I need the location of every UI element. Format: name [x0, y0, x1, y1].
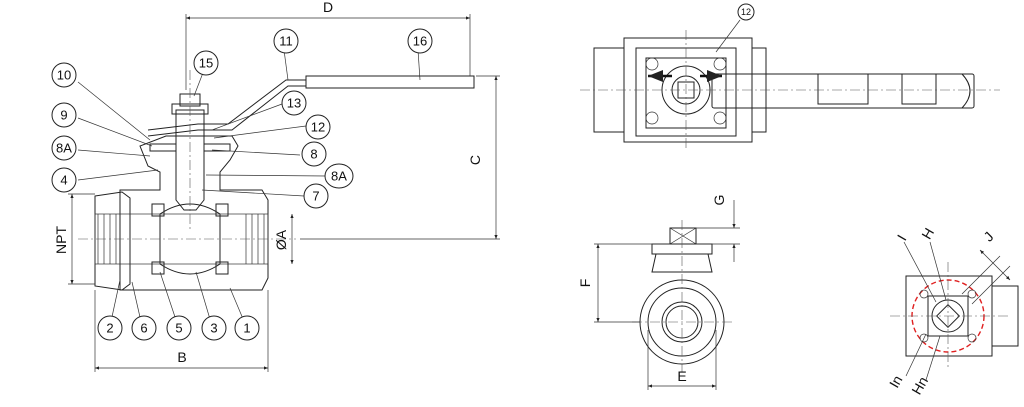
- svg-text:8: 8: [310, 147, 317, 162]
- dim-hn: Hn: [908, 374, 931, 398]
- balloon-11: 10: [51, 62, 77, 88]
- top-view: 12: [580, 3, 1000, 150]
- packing-left: [149, 143, 177, 152]
- svg-text:12: 12: [741, 7, 751, 17]
- seat-left-bottom: [151, 261, 165, 275]
- balloon-6: 6: [131, 315, 157, 341]
- section-view: D C B NPT ØA: [51, 0, 500, 372]
- balloon-2: 2: [97, 315, 123, 341]
- dim-e: E: [677, 368, 686, 384]
- svg-text:3: 3: [210, 321, 217, 336]
- balloon-10: 9: [51, 102, 77, 128]
- dim-bore: ØA: [273, 229, 289, 250]
- balloon-12: 11: [273, 28, 299, 54]
- svg-text:9: 9: [60, 108, 67, 123]
- dim-c: C: [467, 155, 483, 165]
- svg-text:5: 5: [175, 321, 182, 336]
- svg-text:8A: 8A: [331, 169, 347, 184]
- svg-text:7: 7: [312, 189, 319, 204]
- balloon-9: 8A: [51, 135, 77, 161]
- dim-d: D: [323, 0, 333, 15]
- balloon-1: 1: [234, 315, 260, 341]
- svg-text:1: 1: [243, 321, 250, 336]
- mounting-pad-view: I H J In Hn: [886, 225, 1019, 398]
- dim-f: F: [577, 279, 593, 288]
- balloon-4: 4: [51, 167, 77, 193]
- packing-right: [203, 143, 231, 152]
- dim-in: In: [886, 372, 906, 390]
- dim-i: I: [894, 232, 910, 243]
- balloon-13: 12: [737, 3, 755, 21]
- balloon-17: 16: [407, 28, 433, 54]
- end-view: G F E: [577, 195, 740, 390]
- dim-g: G: [711, 195, 727, 206]
- balloon-8: 8: [301, 141, 327, 167]
- balloon-5: 5: [166, 315, 192, 341]
- valve-body: [119, 135, 269, 291]
- dim-h: H: [918, 225, 937, 242]
- svg-text:11: 11: [279, 34, 293, 49]
- svg-text:6: 6: [140, 321, 147, 336]
- svg-text:16: 16: [413, 34, 427, 49]
- dim-b: B: [177, 349, 186, 365]
- stem: [175, 109, 205, 211]
- seat-right-bottom: [215, 261, 229, 275]
- svg-text:15: 15: [199, 56, 213, 71]
- svg-text:4: 4: [60, 173, 67, 188]
- balloon-7: 7: [303, 183, 329, 209]
- balloon-14: 12: [305, 114, 331, 140]
- balloon-15: 13: [281, 90, 307, 116]
- svg-text:12: 12: [311, 120, 325, 135]
- balloon-3: 3: [201, 315, 227, 341]
- seat-left-top: [151, 203, 165, 217]
- balloon-8a: 8A: [324, 163, 354, 189]
- svg-text:13: 13: [287, 96, 301, 111]
- seat-right-top: [215, 203, 229, 217]
- svg-text:2: 2: [106, 321, 113, 336]
- end-cap: [94, 191, 131, 291]
- handle-grip: [305, 75, 475, 89]
- balloon-16: 15: [193, 50, 219, 76]
- dim-j: J: [980, 228, 996, 244]
- dim-npt: NPT: [53, 226, 69, 254]
- svg-text:10: 10: [57, 68, 71, 83]
- svg-text:8A: 8A: [56, 141, 72, 156]
